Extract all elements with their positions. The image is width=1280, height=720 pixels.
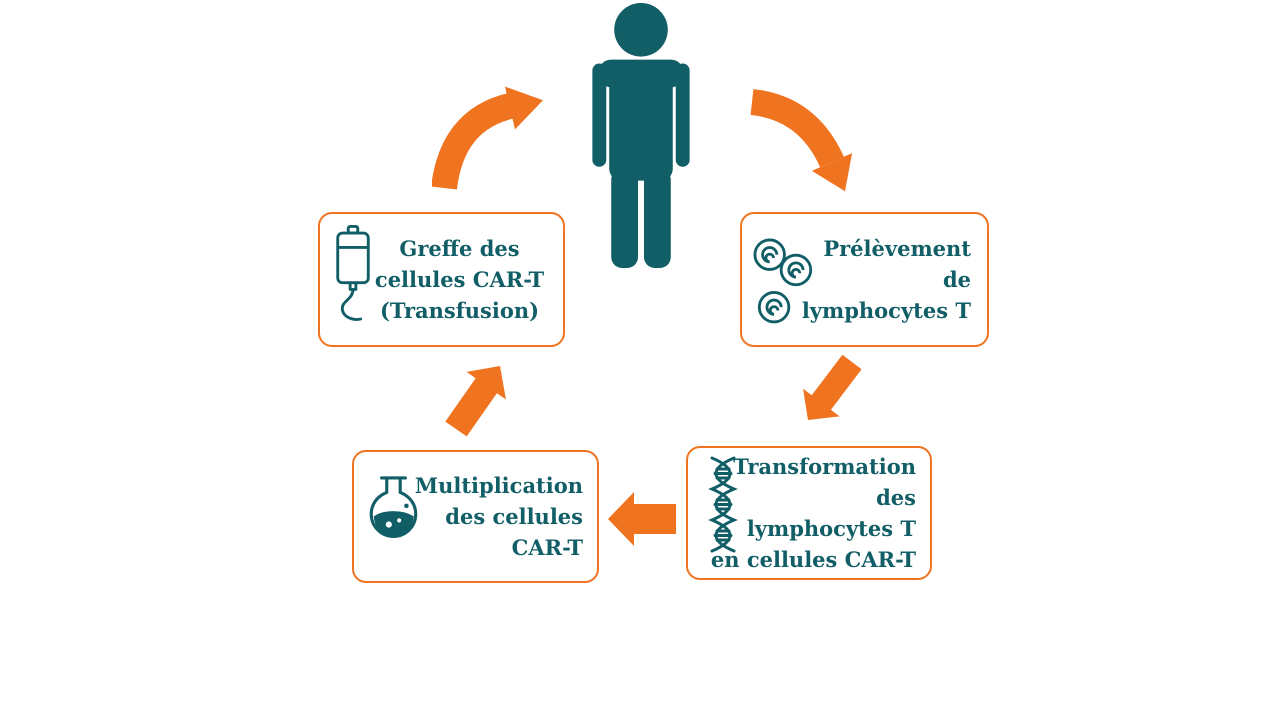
arrow-transformation-to-multiplication — [608, 492, 676, 546]
step-line: (Transfusion) — [379, 298, 540, 323]
step-text-transformation: Transformation des lymphocytes T en cell… — [688, 448, 930, 578]
step-line: lymphocytes T — [746, 516, 916, 541]
lymphocytes-icon — [753, 238, 813, 324]
step-text-multiplication: Multiplication des cellules CAR-T — [354, 452, 597, 581]
step-box-greffe: Greffe des cellules CAR-T (Transfusion) — [318, 212, 565, 347]
dna-icon — [708, 456, 738, 553]
step-line: Greffe des — [399, 236, 520, 261]
step-line: de — [942, 267, 971, 292]
step-line: des — [876, 485, 916, 510]
arrow-multiplication-to-greffe — [445, 366, 506, 437]
step-line: Prélèvement — [823, 236, 971, 261]
step-line: CAR-T — [511, 535, 583, 560]
step-line: des cellules — [445, 504, 583, 529]
step-line: lymphocytes T — [801, 298, 971, 323]
step-line: Multiplication — [414, 473, 583, 498]
step-box-prelevement: Prélèvement de lymphocytes T — [740, 212, 989, 347]
step-box-multiplication: Multiplication des cellules CAR-T — [352, 450, 599, 583]
step-line: cellules CAR-T — [374, 267, 545, 292]
step-box-transformation: Transformation des lymphocytes T en cell… — [686, 446, 932, 580]
arrow-person-to-prelevement — [750, 89, 853, 192]
person-icon — [592, 2, 690, 269]
step-line: en cellules CAR-T — [710, 547, 916, 572]
iv-bag-icon — [336, 224, 370, 321]
arrow-greffe-to-person — [432, 86, 543, 190]
step-text-greffe: Greffe des cellules CAR-T (Transfusion) — [320, 214, 563, 345]
flask-icon — [369, 476, 418, 538]
arrow-prelevement-to-transformation — [803, 354, 862, 420]
step-text-prelevement: Prélèvement de lymphocytes T — [742, 214, 987, 345]
step-line: Transformation — [733, 454, 916, 479]
